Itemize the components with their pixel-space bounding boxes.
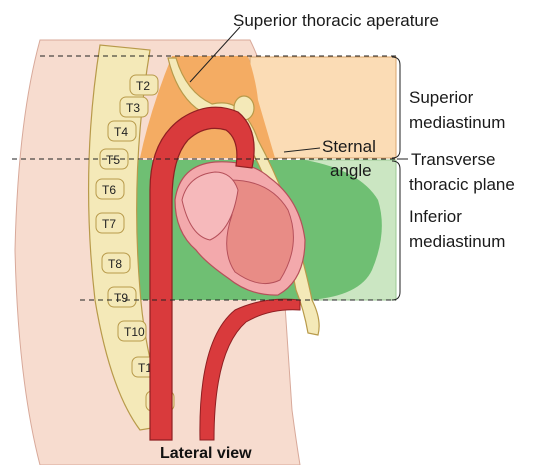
vertebra-label-t7: T7 xyxy=(102,217,116,231)
vertebra-label-t8: T8 xyxy=(108,257,122,271)
transverse-plane-label-line2: thoracic plane xyxy=(409,175,515,194)
vertebra-label-t6: T6 xyxy=(102,183,116,197)
vertebra-label-t10: T10 xyxy=(124,325,145,339)
sternal-angle-label-line1: Sternal xyxy=(322,137,376,156)
inferior-mediastinum-label-line1: Inferior xyxy=(409,207,462,226)
inferior-mediastinum-label-line2: mediastinum xyxy=(409,232,505,251)
vertebra-label-t5: T5 xyxy=(106,153,120,167)
vertebra-label-t4: T4 xyxy=(114,125,128,139)
caption: Lateral view xyxy=(160,445,252,462)
sternal-angle-label-line2: angle xyxy=(330,161,372,180)
transverse-plane-label-line1: Transverse xyxy=(411,150,495,169)
vertebra-label-t9: T9 xyxy=(114,291,128,305)
vertebra-label-t2: T2 xyxy=(136,79,150,93)
superior-aperture-label: Superior thoracic aperature xyxy=(233,11,439,30)
vertebra-label-t3: T3 xyxy=(126,101,140,115)
superior-mediastinum-label-line1: Superior xyxy=(409,88,474,107)
superior-mediastinum-label-line2: mediastinum xyxy=(409,113,505,132)
